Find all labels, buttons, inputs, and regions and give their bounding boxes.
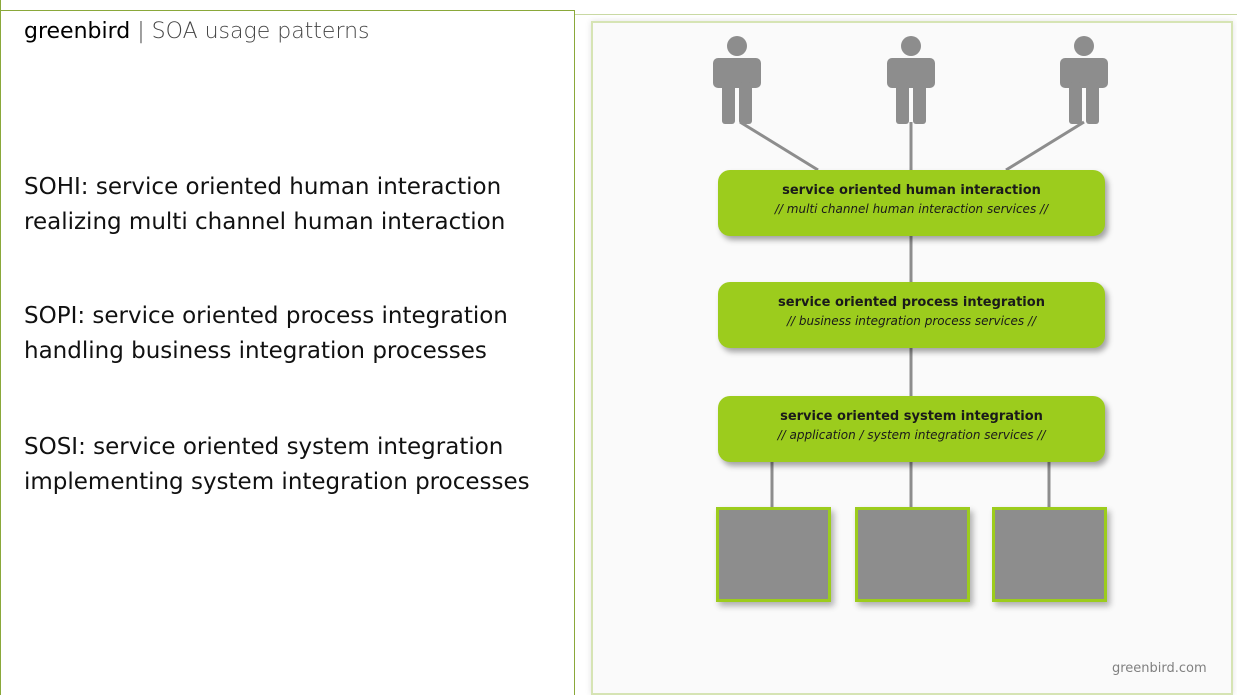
layer-title: service oriented system integration [780,409,1043,424]
header-rule [0,10,575,11]
person-icon [713,36,761,124]
layer-title: service oriented human interaction [782,183,1041,198]
title-separator: | [137,19,145,44]
pattern-name: SOHI: service oriented human interaction [24,174,502,200]
layer-subtitle: // business integration process services… [786,314,1037,328]
system-box [716,507,831,602]
layer-subtitle: // application / system integration serv… [777,428,1046,442]
person-icon [887,36,935,124]
title-subtitle: SOA usage patterns [151,19,370,44]
pattern-name: SOSI: service oriented system integratio… [24,434,504,460]
pattern-sohi: SOHI: service oriented human interaction… [24,170,505,240]
layer-process-integration: service oriented process integration // … [718,282,1105,348]
system-box [992,507,1107,602]
panel-divider [574,10,575,695]
person-icon [1060,36,1108,124]
connector-line [739,120,819,172]
layer-subtitle: // multi channel human interaction servi… [774,202,1049,216]
pattern-description: implementing system integration processe… [24,469,530,495]
pattern-sosi: SOSI: service oriented system integratio… [24,430,530,500]
layer-title: service oriented process integration [778,295,1045,310]
watermark: greenbird.com [1112,661,1207,676]
pattern-description: handling business integration processes [24,338,487,364]
text-panel [0,0,575,695]
pattern-name: SOPI: service oriented process integrati… [24,303,508,329]
connector-line [1005,120,1085,172]
brand-name: greenbird [24,19,131,44]
layer-human-interaction: service oriented human interaction // mu… [718,170,1105,236]
system-box [855,507,970,602]
pattern-sopi: SOPI: service oriented process integrati… [24,299,508,369]
slide-title: greenbird | SOA usage patterns [24,19,370,44]
pattern-description: realizing multi channel human interactio… [24,209,506,235]
top-rule-right [575,14,1237,15]
layer-system-integration: service oriented system integration // a… [718,396,1105,462]
